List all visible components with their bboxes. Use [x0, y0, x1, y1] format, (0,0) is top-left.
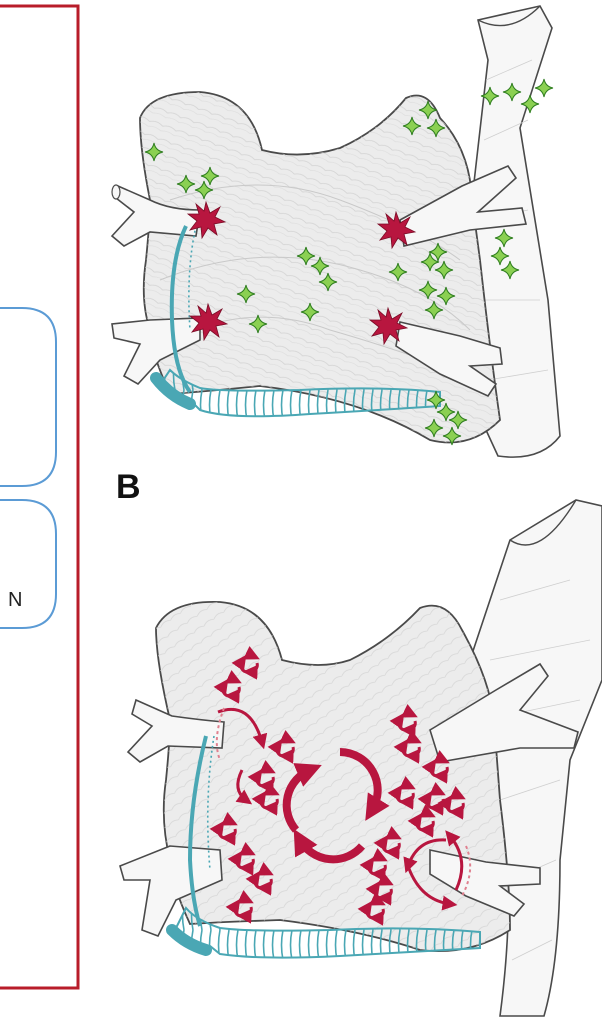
panel-label-b: B	[116, 468, 141, 506]
left-clipped-frame: N	[0, 6, 78, 988]
red-frame	[0, 6, 78, 988]
panel-a	[112, 6, 560, 457]
clipped-box-text: N	[8, 589, 22, 611]
ganglion-star-icon	[535, 79, 553, 97]
blue-box-upper	[0, 308, 56, 486]
panel-b	[120, 500, 602, 1016]
